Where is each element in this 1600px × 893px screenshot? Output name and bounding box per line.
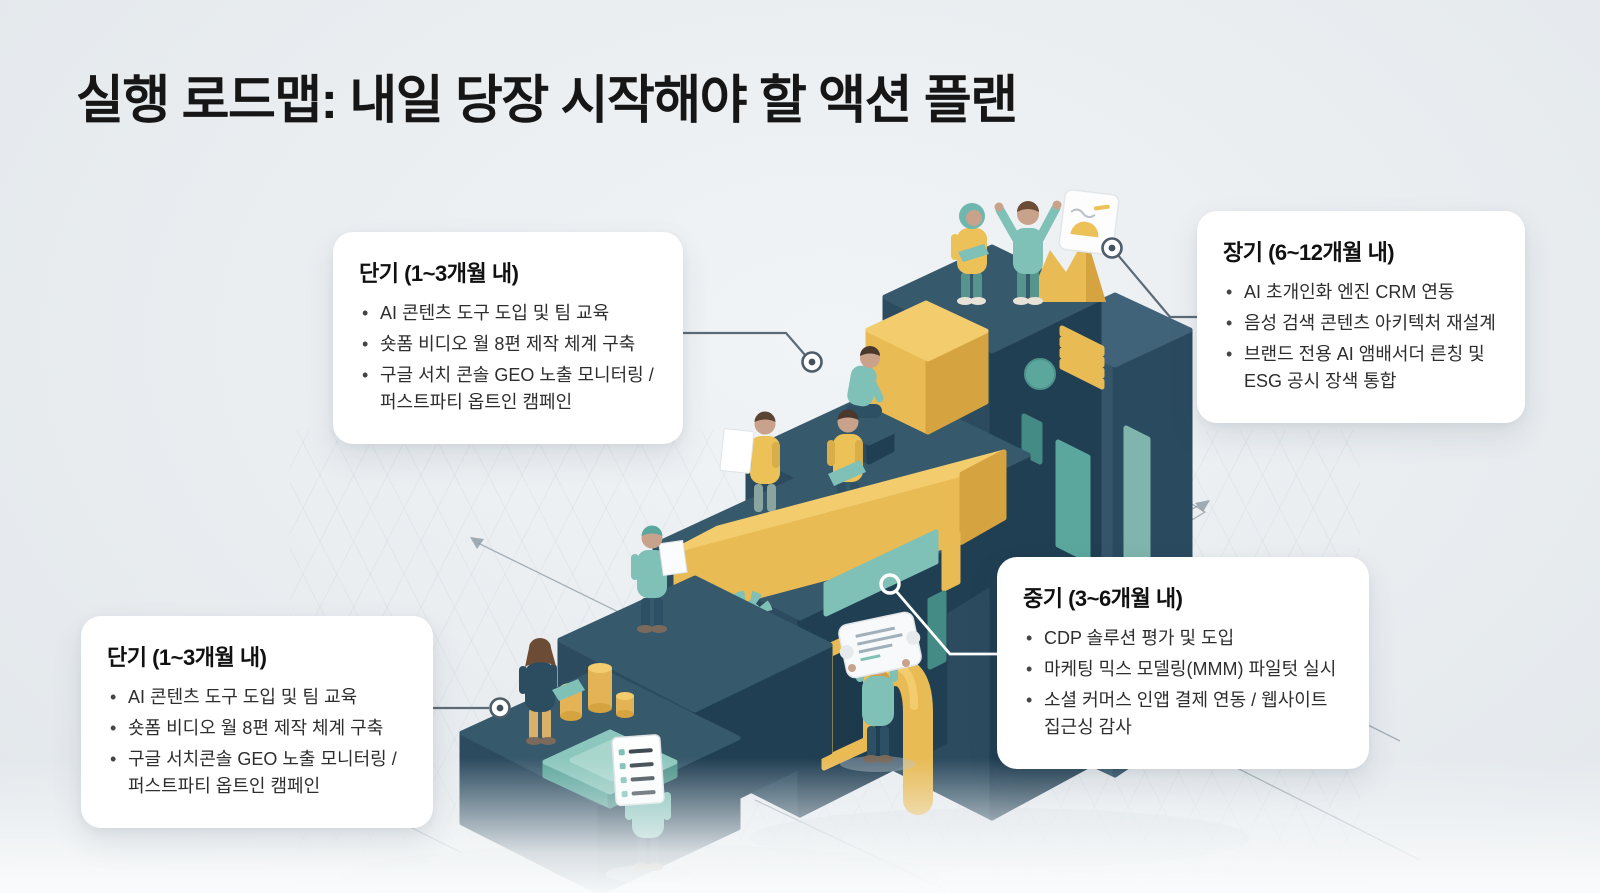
button-circle-icon xyxy=(1024,358,1056,390)
person-figure-board xyxy=(719,411,780,512)
flag-card xyxy=(1058,189,1120,256)
bullet-item: 구글 서치콘솔 GEO 노출 모니터링 / 퍼스트파티 옵트인 캠페인 xyxy=(107,746,407,800)
yellow-block-tall xyxy=(865,300,989,435)
callout-title: 중기 (3~6개월 내) xyxy=(1023,586,1183,611)
person-figure-kneeling xyxy=(846,346,884,418)
vent-stripes-icon xyxy=(1059,325,1105,390)
teal-slat xyxy=(927,590,947,670)
callout-mid-term: 중기 (3~6개월 내) CDP 솔루션 평가 및 도입 마케팅 믹스 모델링(… xyxy=(997,557,1369,769)
slot-panel xyxy=(1021,413,1043,465)
bullet-item: 음성 검색 콘텐츠 아키텍처 재설계 xyxy=(1223,310,1499,337)
callout-bullet-list: CDP 솔루션 평가 및 도입 마케팅 믹스 모델링(MMM) 파일텃 실시 소… xyxy=(1023,625,1343,741)
bullet-item: 구글 서치 콘솔 GEO 노출 모니터링 / 퍼스트파티 옵트인 캠페인 xyxy=(359,362,657,416)
laptop-icon xyxy=(552,679,585,701)
callout-title: 장기 (6~12개월 내) xyxy=(1223,240,1395,265)
callout-bullet-list: AI 초개인화 엔진 CRM 연동 음성 검색 콘텐츠 아키텍처 재설계 브랜드… xyxy=(1223,279,1499,395)
teal-panel xyxy=(823,529,939,617)
yellow-bar-long xyxy=(673,449,1007,621)
person-figure-celebrating xyxy=(994,200,1062,305)
coin-stacks xyxy=(560,663,634,721)
page-title: 실행 로드맵: 내일 당장 시작해야 할 액션 플랜 xyxy=(76,72,1018,130)
bullet-item: 마케팅 믹스 모델링(MMM) 파일텃 실시 xyxy=(1023,656,1343,683)
door-panel xyxy=(1055,439,1091,563)
yellow-slot xyxy=(941,530,961,592)
connector-short-top xyxy=(680,331,823,373)
connector-long xyxy=(1101,237,1197,319)
whiteboard-icon xyxy=(719,428,755,474)
connector-mid xyxy=(879,573,997,656)
bullet-item: 브랜드 전용 AI 앰배서더 른칭 및 ESG 공시 장색 통합 xyxy=(1223,341,1499,395)
scroll-icon xyxy=(838,611,922,679)
callout-title: 단기 (1~3개월 내) xyxy=(107,645,267,670)
person-figure-laptop xyxy=(519,638,585,745)
bullet-item: 숏폼 비디오 월 8편 제작 체계 구축 xyxy=(359,331,657,358)
callout-bullet-list: AI 콘텐츠 도구 도입 및 팀 교육 숏폼 비디오 월 8편 제작 체계 구축… xyxy=(359,300,657,416)
person-figure-papers xyxy=(631,525,688,633)
connector-short-bottom xyxy=(431,697,511,719)
bullet-item: 소셜 커머스 인앱 결제 연동 / 웹사이트 집근싱 감사 xyxy=(1023,687,1343,741)
callout-short-term-bottom: 단기 (1~3개월 내) AI 콘텐츠 도구 도입 및 팀 교육 숏폼 비디오 … xyxy=(81,616,433,828)
bullet-item: AI 콘텐츠 도구 도입 및 팀 교육 xyxy=(359,300,657,327)
connector-node-icon xyxy=(879,573,901,595)
callout-bullet-list: AI 콘텐츠 도구 도입 및 팀 교육 숏폼 비디오 월 8편 제작 체계 구축… xyxy=(107,684,407,800)
tablet-icon xyxy=(958,244,989,262)
bullet-item: AI 초개인화 엔진 CRM 연동 xyxy=(1223,279,1499,306)
book-icon xyxy=(828,460,866,486)
paper-icon xyxy=(658,539,688,577)
bullet-item: 숏폼 비디오 월 8편 제작 체계 구축 xyxy=(107,715,407,742)
callout-long-term: 장기 (6~12개월 내) AI 초개인화 엔진 CRM 연동 음성 검색 콘텐… xyxy=(1197,211,1525,423)
bullet-item: CDP 솔루션 평가 및 도입 xyxy=(1023,625,1343,652)
callout-title: 단기 (1~3개월 내) xyxy=(359,261,519,286)
person-figure-hooded xyxy=(951,203,989,305)
callout-short-term-top: 단기 (1~3개월 내) AI 콘텐츠 도구 도입 및 팀 교육 숏폼 비디오 … xyxy=(333,232,683,444)
bullet-item: AI 콘텐츠 도구 도입 및 팀 교육 xyxy=(107,684,407,711)
person-figure-scroll xyxy=(838,611,922,772)
